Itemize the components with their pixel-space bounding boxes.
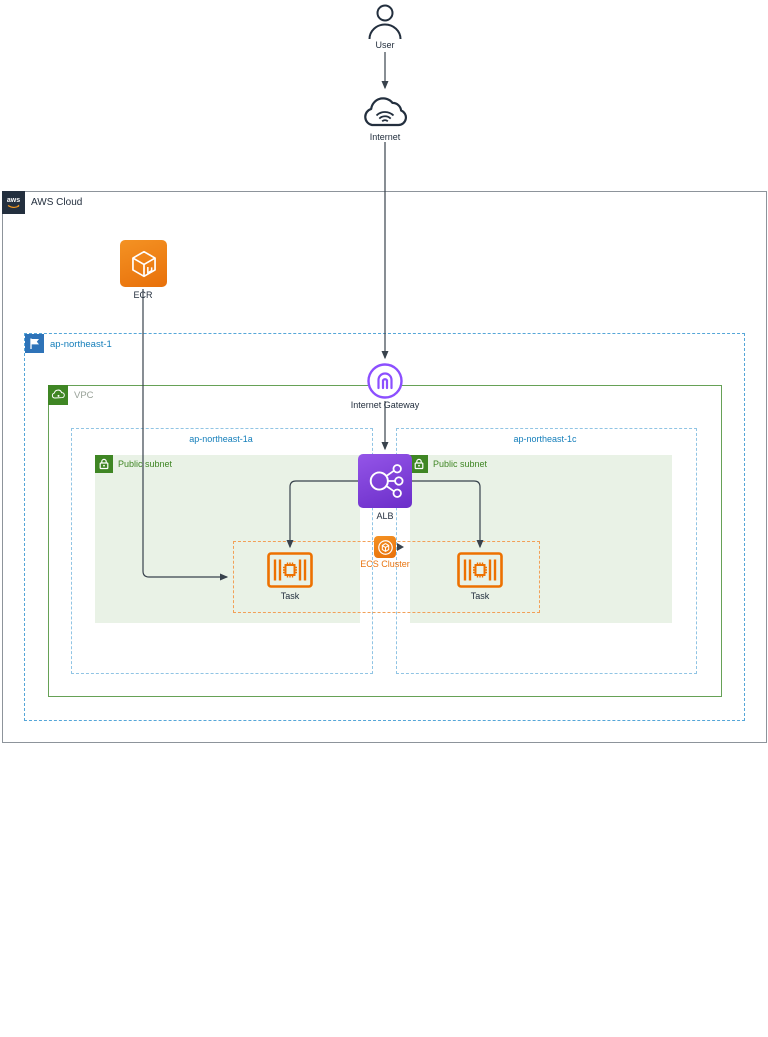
user-label: User [375,40,395,50]
cloud-wifi-icon [364,97,407,127]
vpc-label: VPC [74,390,94,401]
subnet-left-label: Public subnet [118,459,173,469]
internet-label: Internet [369,132,401,142]
person-icon [368,4,402,40]
subnet-lock-icon [410,455,428,473]
region-label: ap-northeast-1 [50,339,112,350]
task-chip-icon [457,552,503,588]
subnet-lock-icon [95,455,113,473]
alb-label: ALB [376,511,394,521]
subnet-right-label: Public subnet [433,459,488,469]
gateway-icon [367,363,403,399]
aws-cloud-label: AWS Cloud [31,197,83,208]
ecs-cluster-label: ECS Cluster [360,559,410,569]
internet-gateway-node [367,363,403,399]
internet-gateway-label: Internet Gateway [350,400,420,410]
az-right-label: ap-northeast-1c [513,434,577,444]
user-node [365,2,405,47]
region-flag-icon [25,334,44,353]
ecr-label: ECR [133,290,153,300]
az-left-label: ap-northeast-1a [189,434,253,444]
container-registry-icon [131,250,156,277]
task-left-node [267,552,313,593]
alb-node [358,454,412,508]
load-balancer-icon [369,464,404,498]
task-left-label: Task [280,591,300,601]
aws-logo-icon: aws [2,191,25,214]
ecr-node [120,240,167,287]
task-right-label: Task [470,591,490,601]
ecs-cluster-node [374,536,396,558]
vpc-cloud-icon [48,385,68,405]
svg-text:aws: aws [7,197,20,204]
internet-node [359,93,411,136]
az-group-1c [396,428,697,674]
task-right-node [457,552,503,593]
ecs-icon [377,539,393,555]
task-chip-icon [267,552,313,588]
